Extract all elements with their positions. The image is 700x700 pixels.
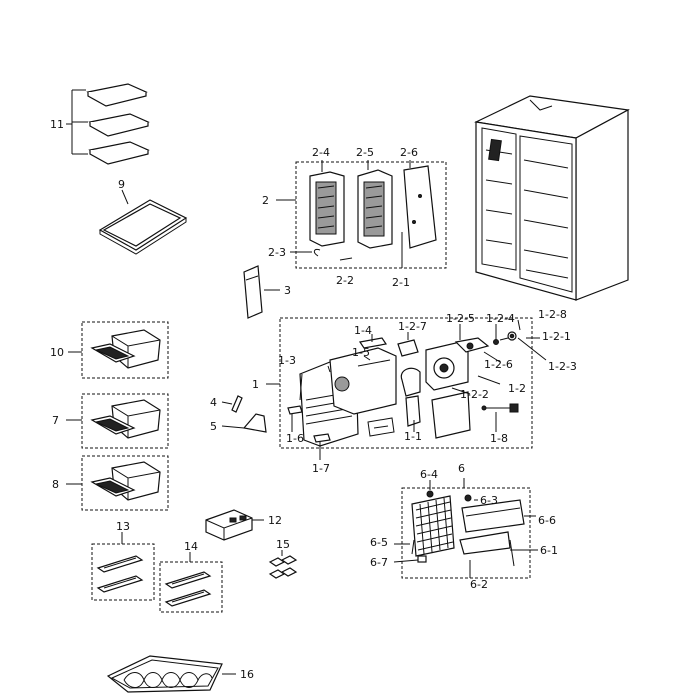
part-3-panel	[243, 265, 280, 319]
label-1: 1	[252, 378, 259, 391]
label-1-4: 1-4	[354, 324, 372, 337]
label-1-2-1: 1-2-1	[542, 330, 571, 343]
group-1-box	[279, 317, 533, 449]
label-1-3: 1-3	[278, 354, 296, 367]
label-1-2: 1-2	[508, 382, 526, 395]
label-1-2-7: 1-2-7	[398, 320, 427, 333]
group-7-box	[81, 393, 169, 449]
label-4: 4	[210, 396, 217, 409]
label-14: 14	[184, 540, 198, 553]
label-1-2-2: 1-2-2	[460, 388, 489, 401]
label-2: 2	[262, 194, 269, 207]
label-1-2-6: 1-2-6	[484, 358, 513, 371]
part-7-drawer	[66, 399, 161, 439]
label-6-1: 6-1	[540, 544, 558, 557]
label-1-8: 1-8	[490, 432, 508, 445]
label-6-4: 6-4	[420, 468, 438, 481]
label-13: 13	[116, 520, 130, 533]
group-6-box	[401, 487, 531, 579]
label-2-6: 2-6	[400, 146, 418, 159]
label-6-7: 6-7	[370, 556, 388, 569]
part-1-assembly	[266, 319, 547, 460]
label-7: 7	[52, 414, 59, 427]
label-10: 10	[50, 346, 64, 359]
label-2-2: 2-2	[336, 274, 354, 287]
group-8-box	[81, 455, 169, 511]
part-12-control	[205, 509, 264, 541]
part-15-clips	[268, 550, 298, 579]
label-2-5: 2-5	[356, 146, 374, 159]
label-6-3: 6-3	[480, 494, 498, 507]
part-2-ducts	[276, 160, 437, 268]
part-11-shelves	[66, 83, 150, 165]
label-1-7: 1-7	[312, 462, 330, 475]
group-2-box	[295, 161, 447, 269]
part-13-rails	[96, 532, 144, 593]
label-2-1: 2-1	[392, 276, 410, 289]
label-16: 16	[240, 668, 254, 681]
label-1-2-5: 1-2-5	[446, 312, 475, 325]
group-13-box	[91, 543, 155, 601]
part-8-drawer	[66, 461, 161, 501]
label-9: 9	[118, 178, 125, 191]
label-1-2-8: 1-2-8	[538, 308, 567, 321]
label-1-6: 1-6	[286, 432, 304, 445]
part-16-wine-rack	[106, 655, 236, 693]
label-5: 5	[210, 420, 217, 433]
label-1-2-3: 1-2-3	[548, 360, 577, 373]
refrigerator-cabinet	[474, 95, 630, 301]
label-8: 8	[52, 478, 59, 491]
label-2-3: 2-3	[268, 246, 286, 259]
label-12: 12	[268, 514, 282, 527]
label-11: 11	[50, 118, 64, 131]
label-6-5: 6-5	[370, 536, 388, 549]
label-1-5: 1-5	[352, 346, 370, 359]
label-2-4: 2-4	[312, 146, 330, 159]
part-6-evaporator	[393, 478, 538, 578]
part-5-cap	[221, 413, 267, 433]
part-9-shelf	[98, 189, 188, 255]
label-3: 3	[284, 284, 291, 297]
part-14-rails	[164, 552, 212, 607]
label-6: 6	[458, 462, 465, 475]
label-1-1: 1-1	[404, 430, 422, 443]
group-10-box	[81, 321, 169, 379]
label-6-2: 6-2	[470, 578, 488, 591]
part-4-clip	[221, 395, 243, 413]
part-10-drawer	[68, 329, 161, 369]
label-1-2-4: 1-2-4	[486, 312, 515, 325]
label-15: 15	[276, 538, 290, 551]
label-6-6: 6-6	[538, 514, 556, 527]
group-14-box	[159, 561, 223, 613]
